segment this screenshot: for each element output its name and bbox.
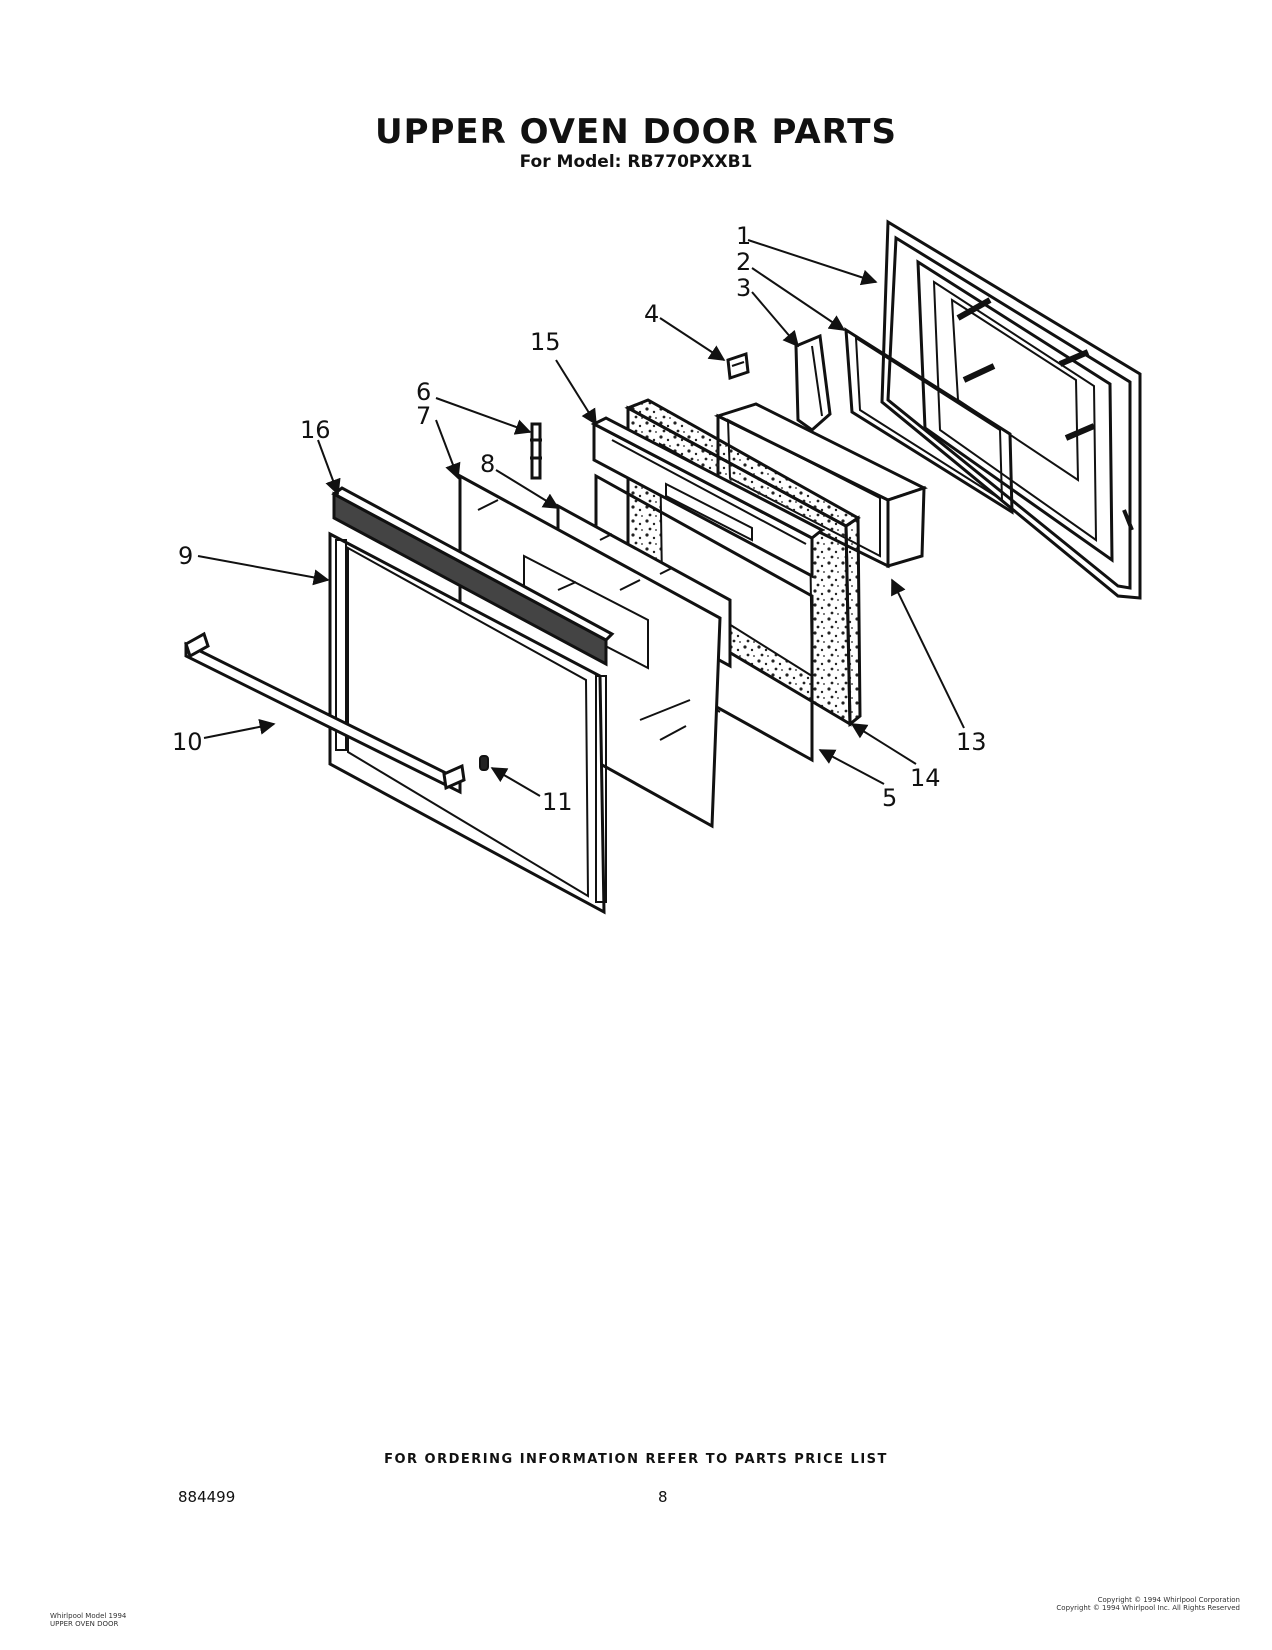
footer-left-small-text: Whirlpool Model 1994 UPPER OVEN DOOR [50,1612,126,1628]
callout-5: 5 [882,784,897,812]
callout-13: 13 [956,728,987,756]
callout-1: 1 [736,222,751,250]
footer-right-line-1: Copyright © 1994 Whirlpool Corporation [1097,1596,1240,1604]
page-title: UPPER OVEN DOOR PARTS [374,112,897,152]
document-number: 884499 [178,1488,236,1506]
part-6-pin [530,422,542,480]
part-4-clip [726,351,750,381]
footer-right-small-text: Copyright © 1994 Whirlpool Corporation C… [1020,1596,1240,1612]
part-3-bracket [794,333,832,432]
callout-3: 3 [736,274,751,302]
callout-14: 14 [910,764,941,792]
page-number: 8 [658,1488,668,1506]
callout-8: 8 [480,450,495,478]
callout-10: 10 [172,728,203,756]
footer-left-line-1: Whirlpool Model 1994 [50,1612,127,1620]
callout-11: 11 [542,788,573,816]
part-11-plug [479,755,489,771]
callout-15: 15 [530,328,561,356]
part-10-door-handle [184,631,466,795]
part-15-vent-trim [590,416,825,579]
footer-right-line-2: Copyright © 1994 Whirlpool Inc. All Righ… [1056,1604,1240,1612]
part-1-inner-door-panel [880,219,1142,600]
callout-6: 6 [416,378,431,406]
footer-left-line-2: UPPER OVEN DOOR [50,1620,119,1628]
callout-7: 7 [416,402,431,430]
callout-2: 2 [736,248,751,276]
callout-9: 9 [178,542,193,570]
part-2-door-gasket [844,327,1014,515]
model-subtitle: For Model: RB770PXXB1 [519,152,753,172]
callout-4: 4 [644,300,659,328]
part-9-outer-door-frame [328,531,607,915]
callout-16: 16 [300,416,331,444]
callout-leaders [197,239,965,797]
ordering-info-note: FOR ORDERING INFORMATION REFER TO PARTS … [384,1452,888,1467]
